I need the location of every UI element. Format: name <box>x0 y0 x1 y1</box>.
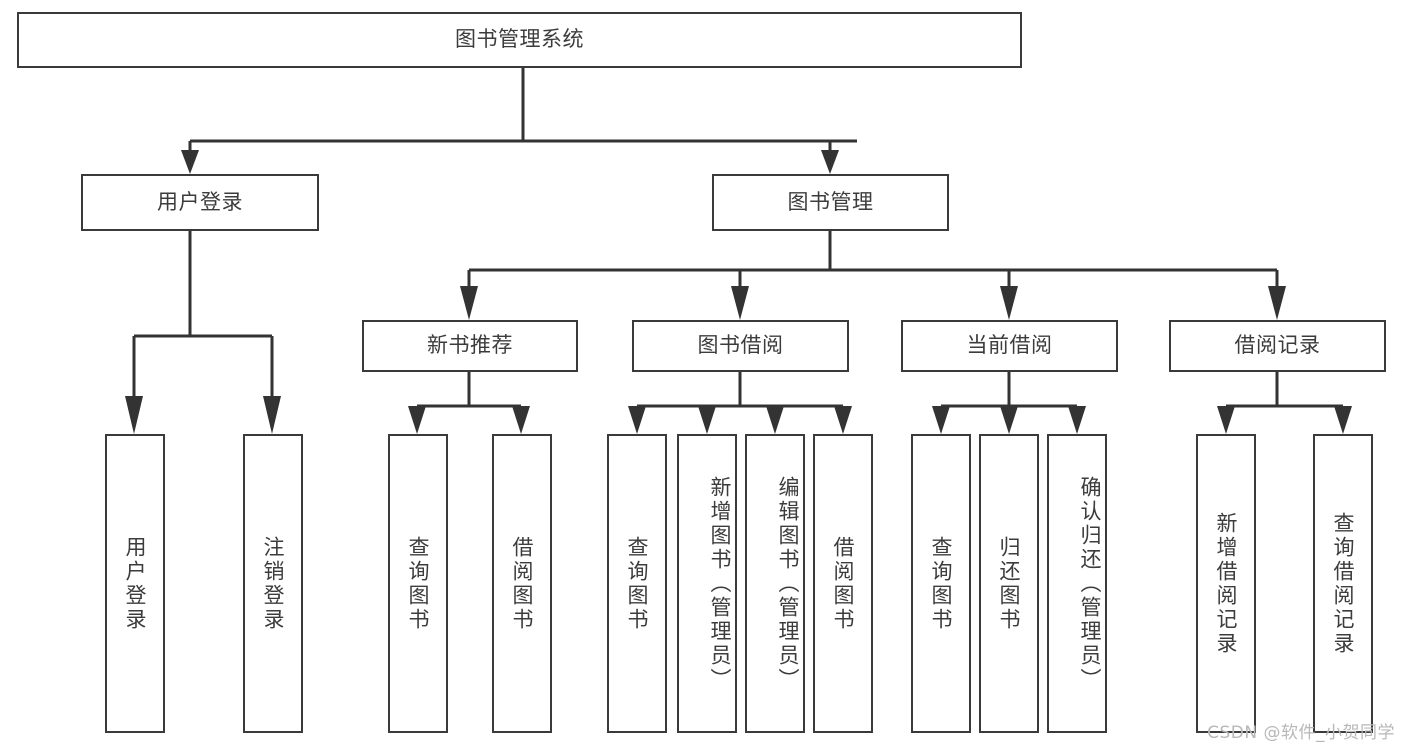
arrowhead-current-borrow <box>1000 286 1018 320</box>
node-leaf-query-book-3[interactable]: 查询图书 <box>911 434 971 733</box>
node-new-book-recommend[interactable]: 新书推荐 <box>362 320 578 372</box>
node-user-login[interactable]: 用户登录 <box>81 174 319 231</box>
node-new-book-recommend-label: 新书推荐 <box>427 333 513 358</box>
arrowhead-leaf-edit-book <box>766 406 784 434</box>
node-leaf-add-book[interactable]: 新增图书（管理员） <box>677 434 737 733</box>
node-root[interactable]: 图书管理系统 <box>17 12 1022 68</box>
node-borrow-record-label: 借阅记录 <box>1234 333 1321 358</box>
node-leaf-user-login[interactable]: 用户登录 <box>105 434 165 733</box>
arrowhead-borrow-record <box>1268 286 1286 320</box>
node-leaf-borrow-book-1[interactable]: 借阅图书 <box>492 434 552 733</box>
node-leaf-query-book-3-label: 查询图书 <box>929 535 953 632</box>
arrowhead-leaf-confirm-return <box>1068 406 1086 434</box>
arrowhead-book-manage <box>821 150 839 174</box>
node-leaf-return-book[interactable]: 归还图书 <box>979 434 1039 733</box>
node-leaf-confirm-return-label: 确认归还（管理员） <box>1078 475 1102 692</box>
node-book-borrow-label: 图书借阅 <box>697 333 784 358</box>
arrowhead-leaf-add-record <box>1217 406 1235 434</box>
arrowhead-leaf-user-login <box>125 396 143 434</box>
arrowhead-leaf-query-book-3 <box>932 406 950 434</box>
arrowhead-new-book-recommend <box>460 286 478 320</box>
node-leaf-add-book-label: 新增图书（管理员） <box>708 475 732 692</box>
watermark-text: CSDN @软件_小贺同学 <box>1207 723 1395 743</box>
node-leaf-borrow-book-1-label: 借阅图书 <box>510 535 534 632</box>
node-leaf-borrow-book-2[interactable]: 借阅图书 <box>813 434 873 733</box>
node-leaf-add-record[interactable]: 新增借阅记录 <box>1196 434 1256 733</box>
node-leaf-confirm-return[interactable]: 确认归还（管理员） <box>1047 434 1107 733</box>
arrowhead-leaf-query-record <box>1334 406 1352 434</box>
node-leaf-return-book-label: 归还图书 <box>997 535 1021 632</box>
node-current-borrow-label: 当前借阅 <box>966 333 1053 358</box>
arrowhead-book-borrow <box>731 286 749 320</box>
node-leaf-logout-label: 注销登录 <box>261 535 285 632</box>
node-root-label: 图书管理系统 <box>455 27 584 52</box>
node-user-login-label: 用户登录 <box>157 189 243 214</box>
node-leaf-query-book-1[interactable]: 查询图书 <box>388 434 448 733</box>
arrowhead-leaf-return-book <box>1000 406 1018 434</box>
arrowhead-leaf-borrow-book-1 <box>512 406 530 434</box>
node-leaf-edit-book-label: 编辑图书（管理员） <box>776 475 800 692</box>
node-leaf-borrow-book-2-label: 借阅图书 <box>831 535 855 632</box>
arrowhead-leaf-borrow-book-2 <box>834 406 852 434</box>
node-leaf-query-record[interactable]: 查询借阅记录 <box>1313 434 1373 733</box>
arrowhead-leaf-query-book-2 <box>628 406 646 434</box>
arrowhead-leaf-add-book <box>698 406 716 434</box>
node-leaf-logout[interactable]: 注销登录 <box>243 434 303 733</box>
node-leaf-add-record-label: 新增借阅记录 <box>1214 511 1238 656</box>
node-leaf-query-book-1-label: 查询图书 <box>406 535 430 632</box>
node-book-manage[interactable]: 图书管理 <box>712 174 949 231</box>
node-leaf-query-book-2-label: 查询图书 <box>625 535 649 632</box>
node-leaf-query-book-2[interactable]: 查询图书 <box>607 434 667 733</box>
node-borrow-record[interactable]: 借阅记录 <box>1169 320 1386 372</box>
node-book-manage-label: 图书管理 <box>787 189 874 214</box>
node-leaf-edit-book[interactable]: 编辑图书（管理员） <box>745 434 805 733</box>
node-current-borrow[interactable]: 当前借阅 <box>901 320 1118 372</box>
arrowhead-leaf-logout <box>263 396 281 434</box>
arrowhead-leaf-query-book-1 <box>408 406 426 434</box>
node-leaf-query-record-label: 查询借阅记录 <box>1331 511 1355 656</box>
node-leaf-user-login-label: 用户登录 <box>123 535 147 632</box>
node-book-borrow[interactable]: 图书借阅 <box>632 320 849 372</box>
arrowhead-user-login <box>181 150 199 174</box>
